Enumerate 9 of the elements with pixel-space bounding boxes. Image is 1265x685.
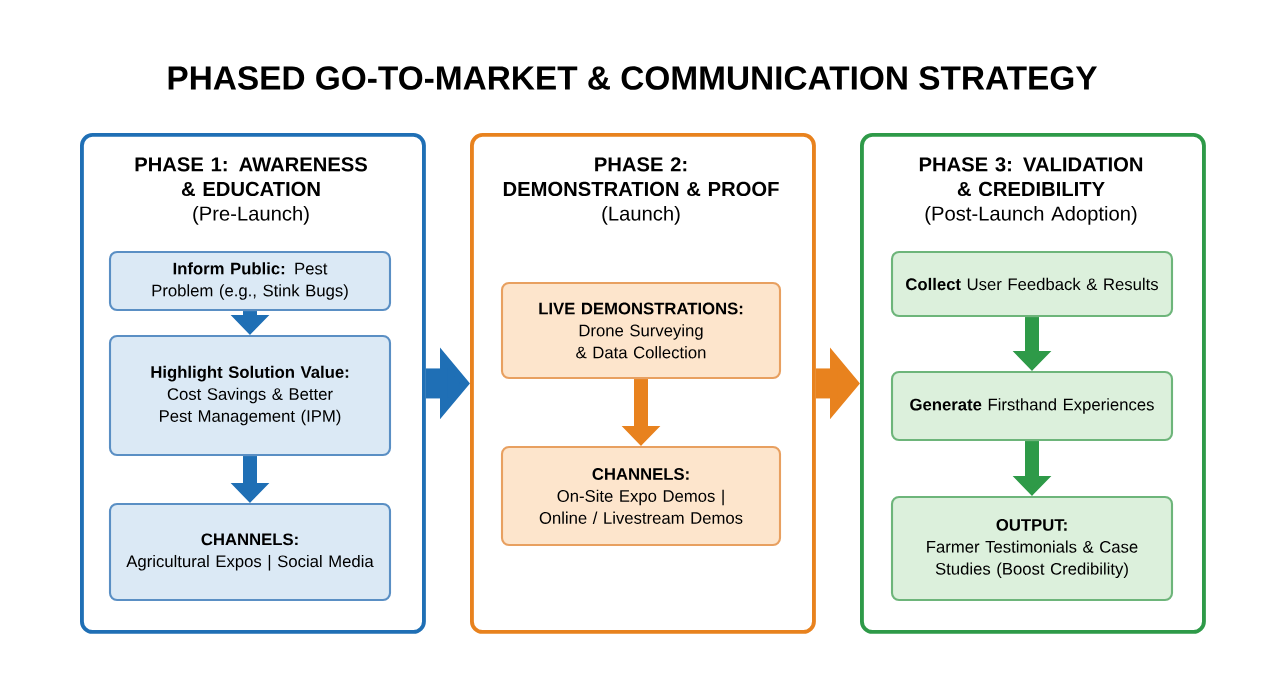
- step-box: OUTPUT: Farmer Testimonials & Case Studies (Boost Credibility): [890, 495, 1174, 602]
- step-box: Highlight Solution Value: Cost Savings & Better Pest Management (IPM): [108, 334, 392, 457]
- title: PHASED GO-TO-MARKET & COMMUNICATION STRATEGY: [168, 66, 1097, 90]
- step-box: Inform Public: Pest Problem (e.g., Stink Bugs): [108, 250, 392, 312]
- step-box: Generate Firsthand Experiences: [890, 370, 1174, 442]
- step-box: CHANNELS: On-Site Expo Demos | Online / Livestream Demos: [500, 445, 782, 547]
- step-box: Collect User Feedback & Results: [890, 250, 1174, 318]
- step-box: LIVE DEMONSTRATIONS: Drone Surveying & Data Collection: [500, 281, 782, 380]
- step-box: CHANNELS: Agricultural Expos | Social Media: [108, 502, 392, 602]
